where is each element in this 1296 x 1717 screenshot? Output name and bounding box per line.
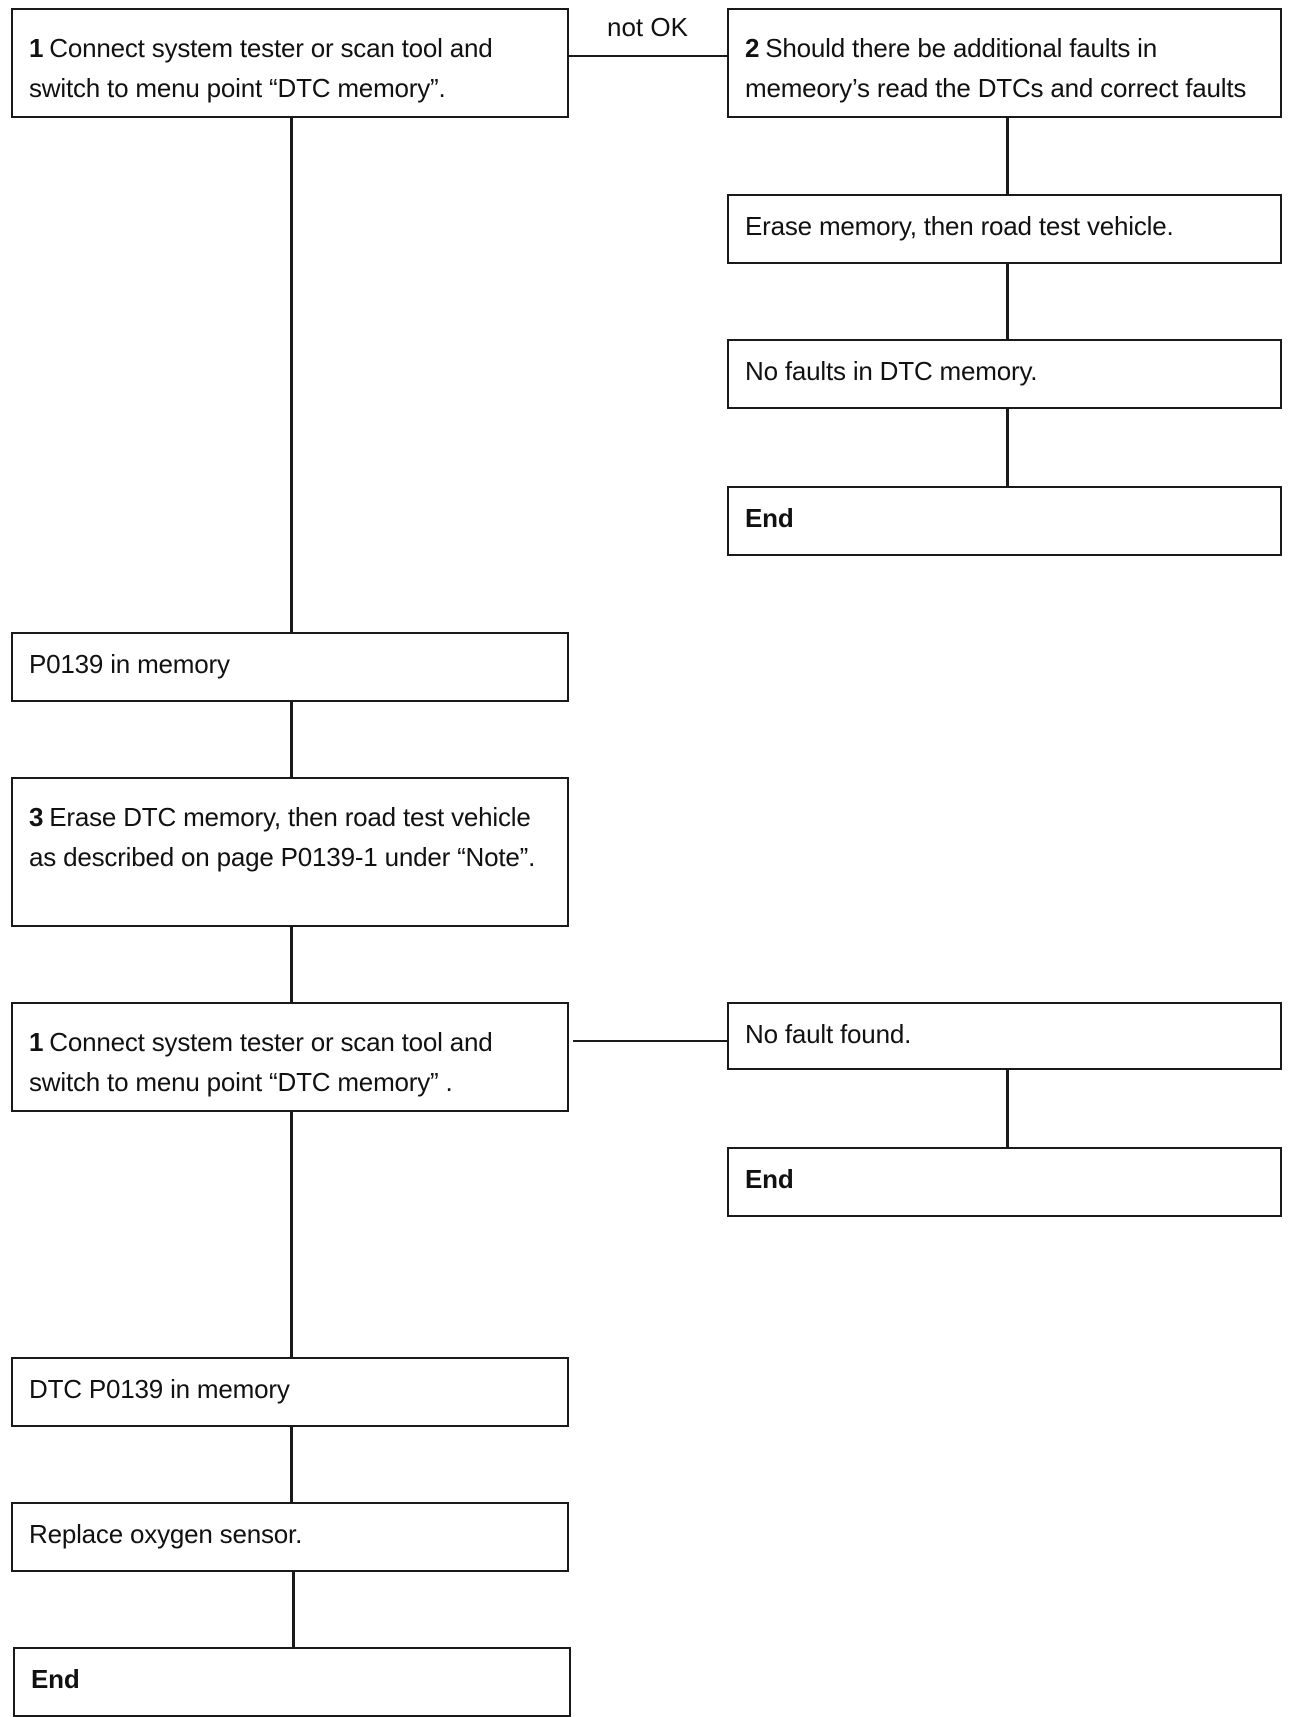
connector-replace-to-end bbox=[292, 1570, 295, 1648]
connector-not-ok bbox=[567, 55, 728, 57]
connector-p0139-to-step3 bbox=[290, 700, 293, 778]
step-text: Should there be additional faults in mem… bbox=[745, 33, 1247, 103]
step-number: 2 bbox=[745, 33, 760, 63]
connector-step3-to-step1b bbox=[290, 925, 293, 1003]
connector-dtc-to-replace bbox=[290, 1425, 293, 1503]
step-number: 1 bbox=[29, 1027, 44, 1057]
box-text: No fault found. bbox=[745, 1019, 912, 1049]
connector-nofaults-to-end bbox=[1006, 407, 1009, 487]
erase-memory-box: Erase memory, then road test vehicle. bbox=[727, 194, 1282, 264]
box-text: No faults in DTC memory. bbox=[745, 356, 1038, 386]
connector-erase-to-nofaults bbox=[1006, 262, 1009, 340]
step-number: 3 bbox=[29, 802, 44, 832]
p0139-in-memory-box: P0139 in memory bbox=[11, 632, 569, 702]
replace-sensor-box: Replace oxygen sensor. bbox=[11, 1502, 569, 1572]
end-box-left: End bbox=[13, 1647, 571, 1717]
connector-step1-to-p0139 bbox=[290, 117, 293, 633]
connector-step2-to-erase bbox=[1006, 117, 1009, 195]
box-text: DTC P0139 in memory bbox=[29, 1374, 290, 1404]
box-text: End bbox=[745, 503, 794, 533]
step-text: Connect system tester or scan tool and s… bbox=[29, 1027, 493, 1097]
box-text: Replace oxygen sensor. bbox=[29, 1519, 303, 1549]
no-faults-box: No faults in DTC memory. bbox=[727, 339, 1282, 409]
box-text: End bbox=[745, 1164, 794, 1194]
step-number: 1 bbox=[29, 33, 44, 63]
box-text: P0139 in memory bbox=[29, 649, 230, 679]
connector-step1b-to-dtc bbox=[290, 1112, 293, 1358]
step-text: Erase DTC memory, then road test vehicle… bbox=[29, 802, 536, 872]
end-box-right-top: End bbox=[727, 486, 1282, 556]
no-fault-found-box: No fault found. bbox=[727, 1002, 1282, 1070]
end-box-right-bottom: End bbox=[727, 1147, 1282, 1217]
connector-nofaultfound-to-end bbox=[1006, 1068, 1009, 1148]
dtc-p0139-in-memory-box: DTC P0139 in memory bbox=[11, 1357, 569, 1427]
not-ok-label: not OK bbox=[607, 12, 688, 42]
step-text: Connect system tester or scan tool and s… bbox=[29, 33, 493, 103]
box-text: End bbox=[31, 1664, 80, 1694]
box-text: Erase memory, then road test vehicle. bbox=[745, 211, 1174, 241]
connector-to-no-fault-found bbox=[573, 1040, 728, 1042]
